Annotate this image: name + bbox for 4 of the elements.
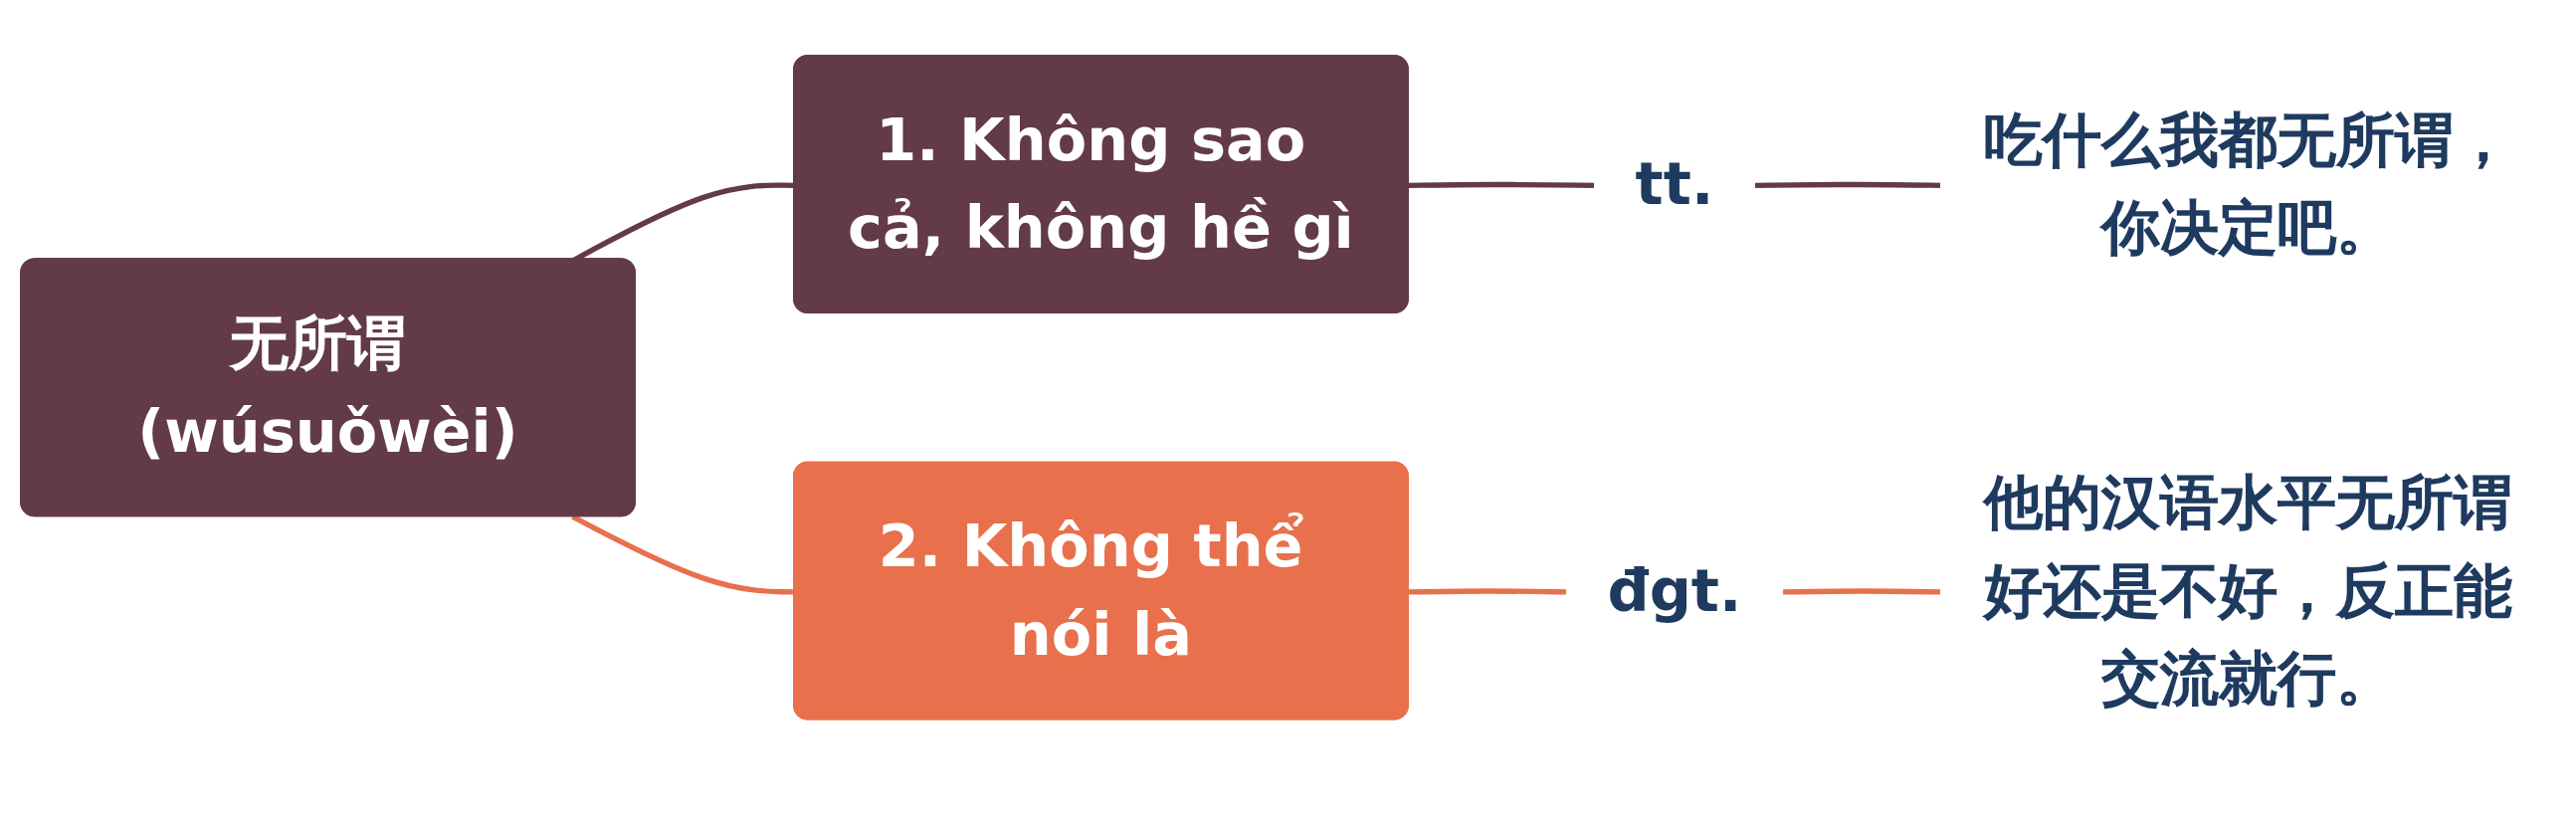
node-text: đgt. — [1607, 557, 1742, 625]
node-text: 吃什么我都无所谓，你决定吧。 — [1984, 106, 2512, 262]
node-text: 他的汉语水平无所谓好还是不好，反正能交流就行。 — [1984, 469, 2512, 713]
node-text: tt. — [1635, 150, 1714, 218]
